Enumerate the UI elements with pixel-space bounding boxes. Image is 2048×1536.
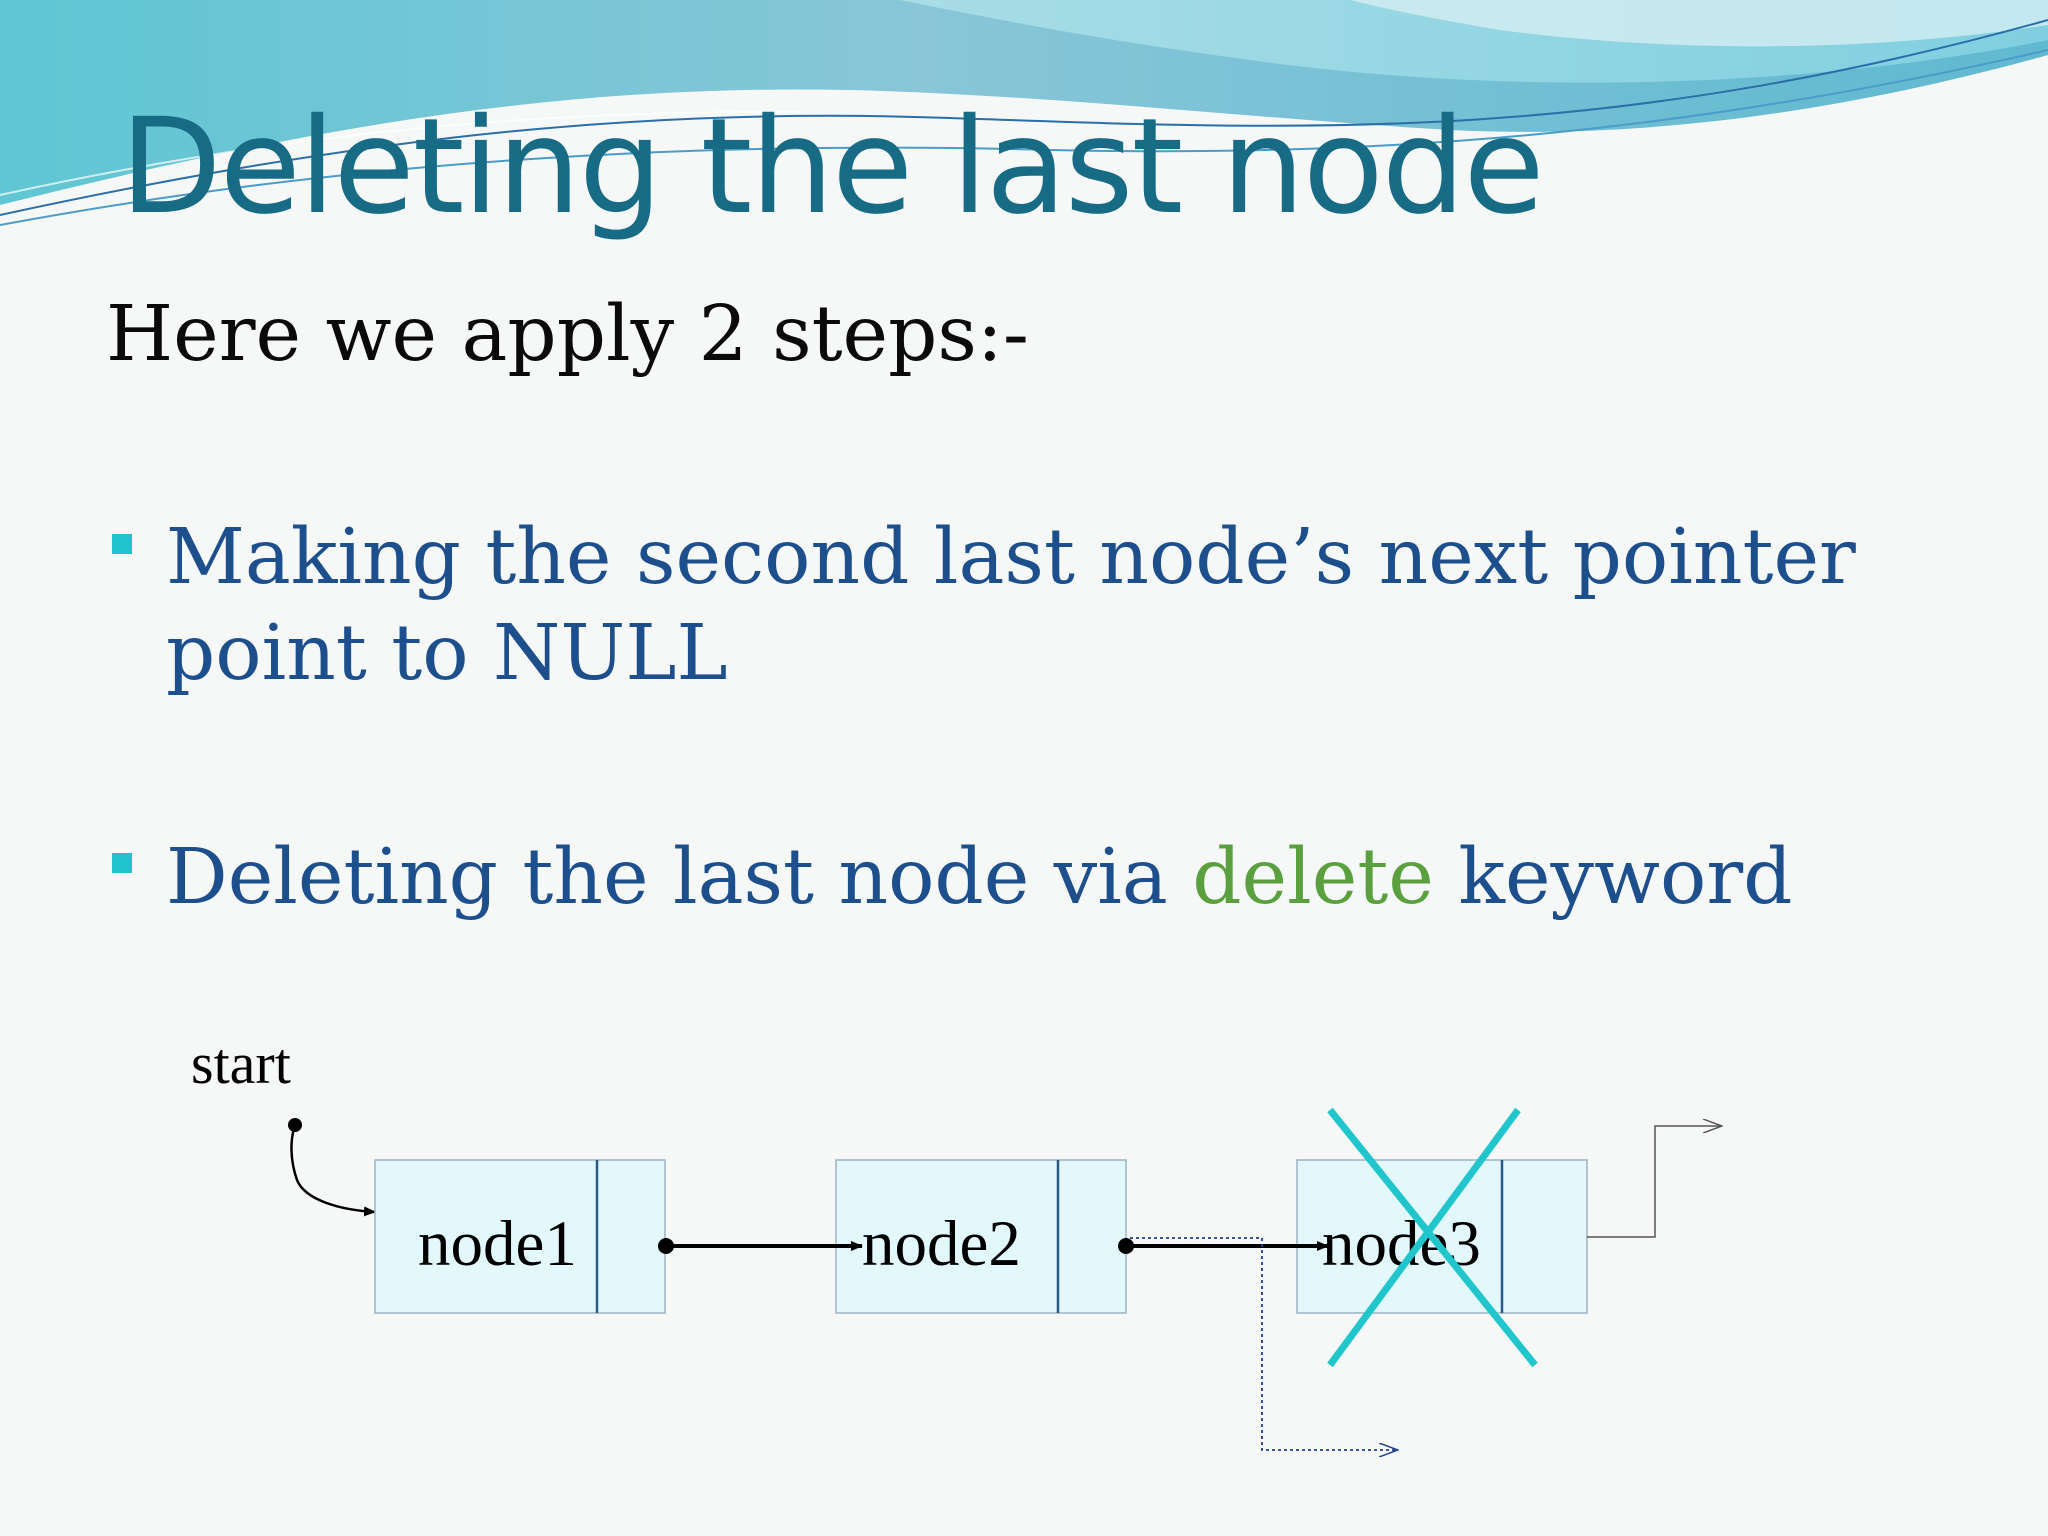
bullet-item-1: Making the second last node’s next point… <box>166 513 1856 698</box>
node-3: node3 <box>1296 1159 1588 1314</box>
bullet-item-2: Deleting the last node via delete keywor… <box>166 830 1926 926</box>
intro-text: Here we apply 2 steps:- <box>106 290 1029 379</box>
node-label: node1 <box>418 1208 577 1280</box>
node-label: node2 <box>862 1208 1021 1280</box>
node-2: node2 <box>835 1159 1127 1314</box>
bullet-text-after: keyword <box>1433 833 1793 922</box>
start-label: start <box>191 1031 291 1096</box>
node-1: node1 <box>374 1159 666 1314</box>
delete-cross <box>1327 1107 1538 1368</box>
bullet-marker <box>112 853 132 873</box>
new-null-pointer-arrow <box>1130 1237 1398 1450</box>
delete-keyword: delete <box>1192 833 1434 922</box>
start-pointer-arrow <box>290 1124 376 1217</box>
bullet-marker <box>112 534 132 554</box>
node3-old-next-arrow <box>1587 1126 1722 1238</box>
bullet-text-before: Deleting the last node via <box>166 833 1193 922</box>
slide-title: Deleting the last node <box>120 90 1545 244</box>
header-wave-decoration <box>0 0 2048 226</box>
